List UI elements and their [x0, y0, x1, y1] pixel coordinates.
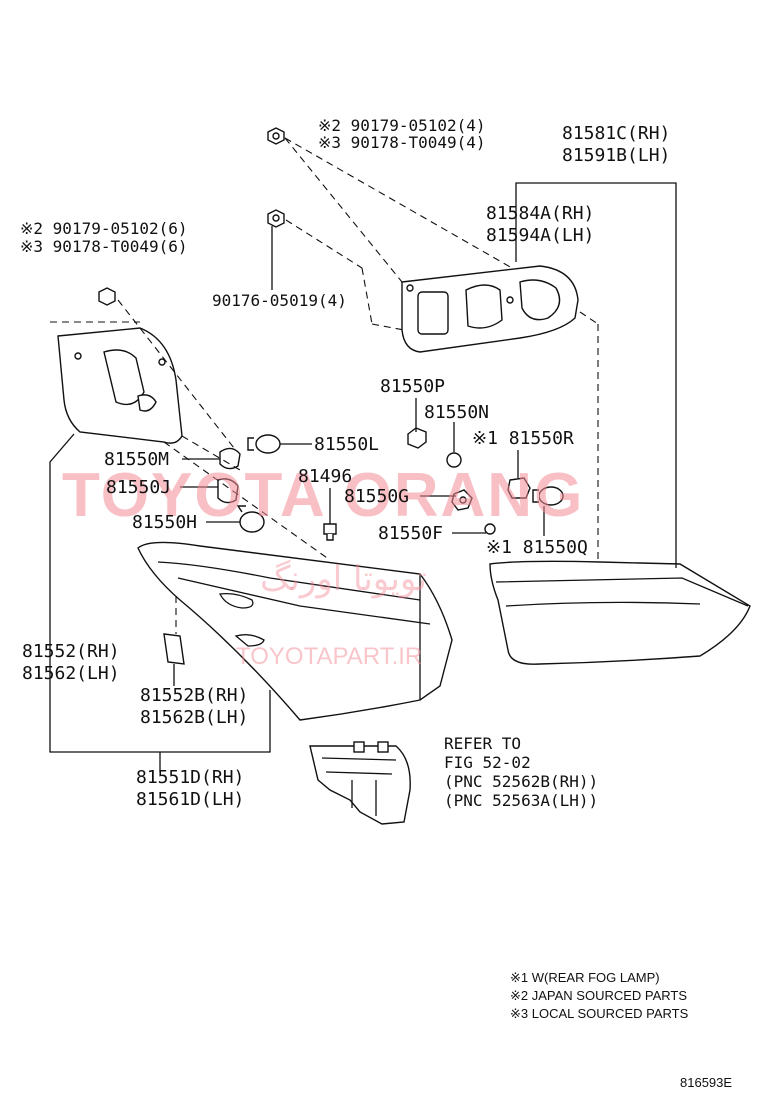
socket-81550R [507, 477, 531, 499]
socket-81550M [219, 447, 241, 470]
bulb-81550H [236, 505, 265, 533]
bulb-81550L [247, 434, 281, 454]
label-81496: 81496 [298, 466, 352, 487]
label-lamp-rh-outer: 81581C(RH) [562, 123, 670, 144]
label-81550R: ※1 81550R [472, 428, 574, 449]
watermark-site: TOYOTAPART.IR [236, 643, 422, 670]
label-unit-lh: 81562(LH) [22, 663, 120, 684]
note-2: ※2 JAPAN SOURCED PARTS [510, 988, 687, 1003]
label-assy-lh: 81561D(LH) [136, 789, 244, 810]
label-81550M: 81550M [104, 449, 169, 470]
label-lens-rh: 81552B(RH) [140, 685, 248, 706]
bolt-top [267, 127, 285, 145]
label-refer-3: (PNC 52562B(RH)) [444, 772, 598, 791]
note-3: ※3 LOCAL SOURCED PARTS [510, 1006, 689, 1021]
socket-81550P [407, 427, 427, 449]
label-81550L: 81550L [314, 434, 379, 455]
label-refer-1: REFER TO [444, 734, 521, 753]
figure-code: 816593E [680, 1075, 732, 1090]
label-gasket-lh: 81594A(LH) [486, 225, 594, 246]
label-81550F: 81550F [378, 523, 443, 544]
watermark: TOYOTA ORANG تویوتا اورنگ TOYOTAPART.IR [62, 461, 584, 670]
label-refer-2: FIG 52-02 [444, 753, 531, 772]
gasket-left [57, 327, 183, 444]
bolt-left [98, 287, 116, 306]
label-unit-rh: 81552(RH) [22, 641, 120, 662]
watermark-brand: TOYOTA ORANG [62, 461, 584, 530]
label-bolt-left-b: ※3 90178-T0049(6) [20, 237, 188, 256]
bulb-81550F [484, 523, 496, 535]
label-81550N: 81550N [424, 402, 489, 423]
bulb-81550N [446, 452, 462, 468]
label-bolt-left-a: ※2 90179-05102(6) [20, 219, 188, 238]
clip-81496 [323, 523, 337, 541]
note-1: ※1 W(REAR FOG LAMP) [510, 970, 660, 985]
nut-mid [267, 209, 285, 228]
label-bolt-top-b: ※3 90178-T0049(4) [318, 133, 486, 152]
bulb-81550Q [532, 486, 564, 506]
watermark-farsi: تویوتا اورنگ [260, 559, 427, 599]
socket-81550G [451, 489, 473, 511]
tail-lamp-right [489, 560, 751, 665]
label-lamp-lh-outer: 81591B(LH) [562, 145, 670, 166]
label-lens-lh: 81562B(LH) [140, 707, 248, 728]
label-nut-mid: 90176-05019(4) [212, 291, 347, 310]
footnotes: ※1 W(REAR FOG LAMP) ※2 JAPAN SOURCED PAR… [510, 970, 689, 1021]
label-gasket-rh: 81584A(RH) [486, 203, 594, 224]
label-81550H: 81550H [132, 512, 197, 533]
label-81550J: 81550J [106, 477, 171, 498]
label-81550Q: ※1 81550Q [486, 537, 588, 558]
part-labels: ※2 90179-05102(4) ※3 90178-T0049(4) ※2 9… [20, 116, 670, 810]
label-assy-rh: 81551D(RH) [136, 767, 244, 788]
bracket [309, 741, 411, 825]
leader-lines [49, 137, 677, 772]
label-bolt-top-a: ※2 90179-05102(4) [318, 116, 486, 135]
label-81550P: 81550P [380, 376, 445, 397]
gasket-right [401, 265, 579, 353]
label-81550G: 81550G [344, 486, 409, 507]
label-refer-4: (PNC 52563A(LH)) [444, 791, 598, 810]
socket-81550J [217, 478, 239, 504]
tail-lamp-left [137, 541, 453, 721]
lens-small [163, 633, 185, 665]
